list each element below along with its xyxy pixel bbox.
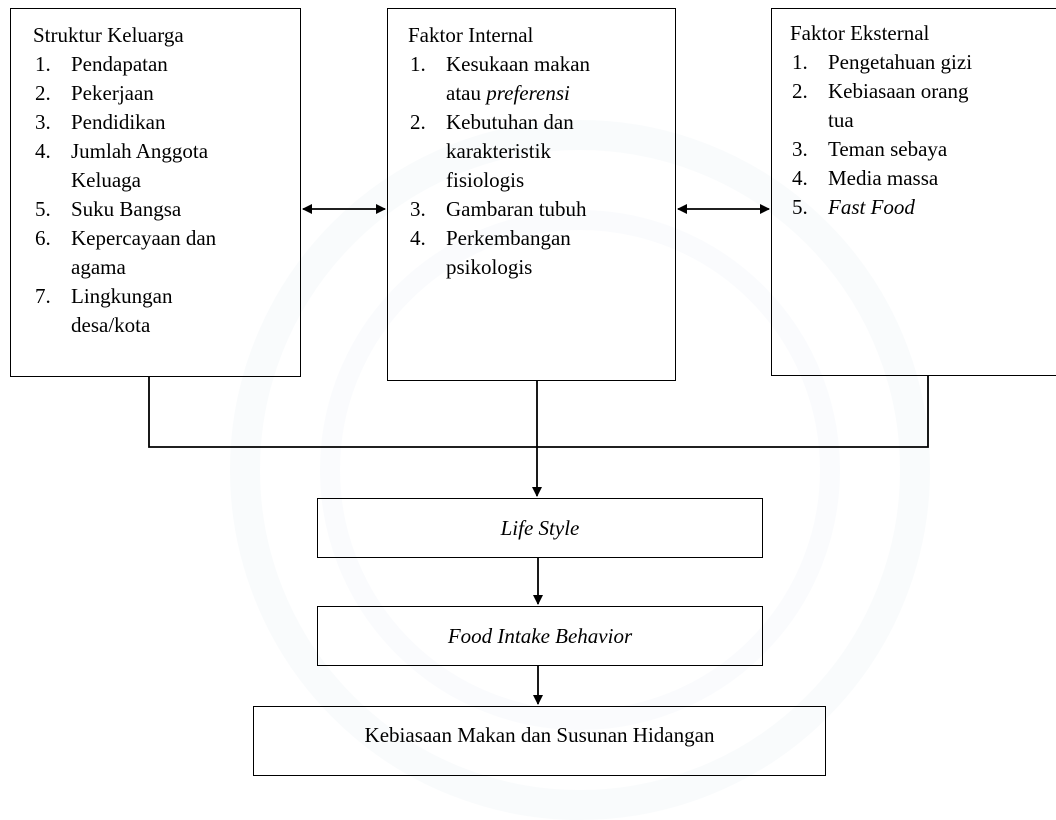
item-text: Suku Bangsa	[71, 197, 182, 221]
connector-bottom-bus	[148, 376, 929, 448]
item-number: 4.	[35, 139, 51, 163]
item-text: agama	[71, 255, 126, 279]
item-number: 3.	[792, 137, 808, 161]
item-number: 5.	[792, 195, 808, 219]
faktor-internal-title: Faktor Internal	[408, 23, 534, 47]
list-item: 1. Pendapatan	[33, 50, 300, 79]
item-text: Teman sebaya	[828, 137, 948, 161]
list-item: 5. Fast Food	[790, 193, 1056, 222]
item-number: 7.	[35, 284, 51, 308]
faktor-eksternal-list: 1. Pengetahuan gizi 2. Kebiasaan orang tua 3.…	[790, 48, 1056, 222]
item-number: 5.	[35, 197, 51, 221]
list-item: 1. Kesukaan makan atau preferensi	[408, 50, 675, 108]
faktor-internal-box: Faktor Internal 1. Kesukaan makan atau p…	[387, 8, 676, 381]
struktur-keluarga-box: Struktur Keluarga 1. Pendapatan 2. Pekerjaa…	[10, 8, 301, 377]
item-text: Perkembangan	[446, 226, 571, 250]
item-text: Pendapatan	[71, 52, 168, 76]
item-text: desa/kota	[71, 313, 151, 337]
item-number: 2.	[410, 110, 426, 134]
list-item: 4. Perkembangan psikologis	[408, 224, 675, 282]
faktor-eksternal-title: Faktor Eksternal	[790, 21, 930, 45]
item-number: 3.	[35, 110, 51, 134]
item-text: Gambaran tubuh	[446, 197, 587, 221]
item-number: 4.	[792, 166, 808, 190]
item-number: 6.	[35, 226, 51, 250]
item-number: 1.	[35, 52, 51, 76]
item-text: Jumlah Anggota	[71, 139, 209, 163]
list-item: 4. Media massa	[790, 164, 1056, 193]
life-style-label: Life Style	[500, 515, 580, 540]
item-number: 1.	[410, 52, 426, 76]
item-text: tua	[828, 108, 854, 132]
item-text: Pekerjaan	[71, 81, 154, 105]
item-number: 2.	[35, 81, 51, 105]
item-text: Kepercayaan dan	[71, 226, 217, 250]
list-item: 3. Gambaran tubuh	[408, 195, 675, 224]
struktur-keluarga-title: Struktur Keluarga	[33, 23, 184, 47]
item-text: Pengetahuan gizi	[828, 50, 973, 74]
list-item: 2. Kebiasaan orang tua	[790, 77, 1056, 135]
list-item: 6. Kepercayaan dan agama	[33, 224, 300, 282]
item-text: atau	[446, 81, 487, 105]
list-item: 3. Pendidikan	[33, 108, 300, 137]
food-intake-behavior-label: Food Intake Behavior	[447, 623, 633, 648]
item-number: 4.	[410, 226, 426, 250]
faktor-internal-list: 1. Kesukaan makan atau preferensi 2. Keb…	[408, 50, 675, 282]
item-text: Kebutuhan dan	[446, 110, 574, 134]
item-number: 2.	[792, 79, 808, 103]
item-text: psikologis	[446, 255, 533, 279]
food-intake-behavior-box: Food Intake Behavior	[317, 606, 763, 666]
list-item: 1. Pengetahuan gizi	[790, 48, 1056, 77]
struktur-keluarga-list: 1. Pendapatan 2. Pekerjaan 3. Pendidikan 4. Jum…	[33, 50, 300, 340]
item-text: Kebiasaan orang	[828, 79, 969, 103]
list-item: 2. Pekerjaan	[33, 79, 300, 108]
item-text: karakteristik	[446, 139, 551, 163]
life-style-box: Life Style	[317, 498, 763, 558]
item-text-italic: preferensi	[486, 81, 570, 105]
kebiasaan-makan-box: Kebiasaan Makan dan Susunan Hidangan	[253, 706, 826, 776]
item-text: Pendidikan	[71, 110, 166, 134]
item-number: 3.	[410, 197, 426, 221]
item-text: Fast Food	[828, 195, 915, 219]
item-text: Media massa	[828, 166, 939, 190]
list-item: 2. Kebutuhan dan karakteristik fisiologi…	[408, 108, 675, 195]
list-item: 5. Suku Bangsa	[33, 195, 300, 224]
faktor-eksternal-box: Faktor Eksternal 1. Pengetahuan gizi 2. Keb…	[771, 8, 1056, 376]
item-text: Kesukaan makan	[446, 52, 591, 76]
item-text: fisiologis	[446, 168, 525, 192]
item-text: Lingkungan	[71, 284, 173, 308]
kebiasaan-makan-label: Kebiasaan Makan dan Susunan Hidangan	[364, 723, 715, 747]
list-item: 3. Teman sebaya	[790, 135, 1056, 164]
item-number: 1.	[792, 50, 808, 74]
item-text: Keluaga	[71, 168, 141, 192]
list-item: 7. Lingkungan desa/kota	[33, 282, 300, 340]
